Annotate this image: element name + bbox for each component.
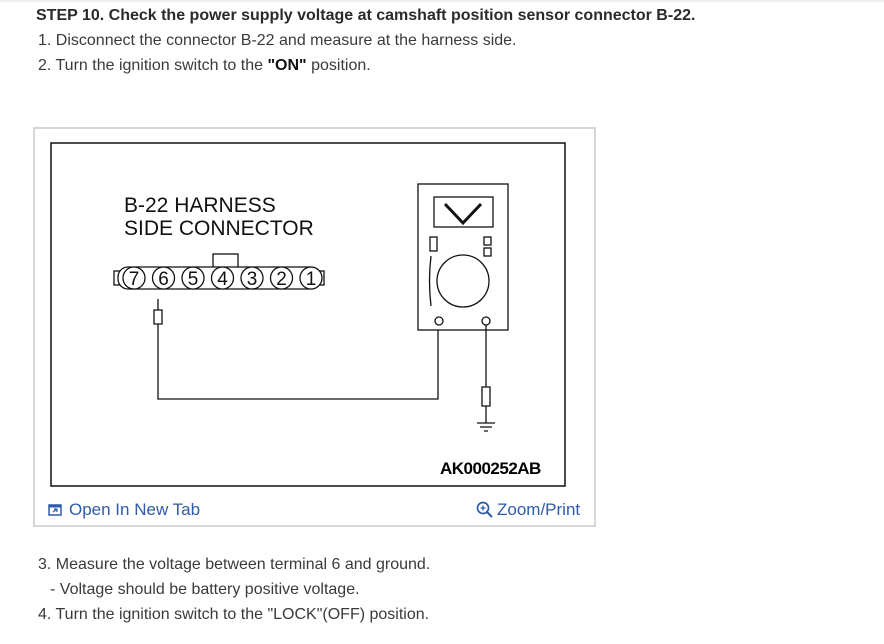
instruction-2: 2. Turn the ignition switch to the "ON" … [38, 57, 371, 74]
diagram-reference-code: AK000252AB [440, 459, 541, 478]
meter-knob-right-2 [483, 247, 492, 257]
meter-dial [436, 254, 490, 308]
terminal-2-label: 2 [276, 269, 287, 290]
open-in-new-tab-label: Open In New Tab [69, 500, 201, 519]
terminal-3-pin [240, 266, 264, 290]
open-in-new-tab-icon [48, 503, 63, 517]
terminal-1-label: 1 [306, 269, 317, 290]
ground-probe [477, 325, 495, 432]
top-edge-shadow [0, 0, 884, 3]
magnifier-icon [476, 501, 494, 519]
connector-label-line2: SIDE CONNECTOR [124, 217, 314, 240]
wire-to-meter [153, 299, 439, 400]
zoom-print-label: Zoom/Print [497, 500, 581, 519]
terminal-5-pin [181, 266, 205, 290]
meter-knob-left [429, 236, 438, 252]
zoom-print-link[interactable]: Zoom/Print [476, 500, 580, 520]
terminal-3-label: 3 [247, 269, 258, 290]
meter-v-symbol [443, 202, 483, 226]
terminal-1-pin [299, 266, 323, 290]
terminal-6-label: 6 [158, 269, 169, 290]
open-in-new-tab-link[interactable]: Open In New Tab [48, 500, 200, 520]
instruction-4: 4. Turn the ignition switch to the "LOCK… [38, 606, 430, 623]
meter-knob-right [483, 236, 492, 246]
meter-scale-arc [428, 255, 432, 307]
terminal-7-pin [122, 266, 146, 290]
instruction-3-note: - Voltage should be battery positive vol… [50, 581, 360, 598]
terminal-4-label: 4 [217, 269, 228, 290]
meter-probe-jack-left [434, 316, 444, 326]
instruction-1: 1. Disconnect the connector B-22 and mea… [38, 32, 517, 49]
terminal-5-label: 5 [188, 269, 199, 290]
instruction-3: 3. Measure the voltage between terminal … [38, 556, 431, 573]
meter-probe-jack-right [481, 316, 491, 326]
connector-label-line1: B-22 HARNESS [124, 194, 276, 217]
terminal-4-pin [210, 266, 235, 290]
step-title: STEP 10. Check the power supply voltage … [36, 7, 696, 24]
terminal-7-label: 7 [129, 269, 140, 290]
voltmeter [417, 183, 509, 331]
terminal-2-pin [269, 266, 294, 290]
terminal-6-pin [151, 266, 176, 290]
